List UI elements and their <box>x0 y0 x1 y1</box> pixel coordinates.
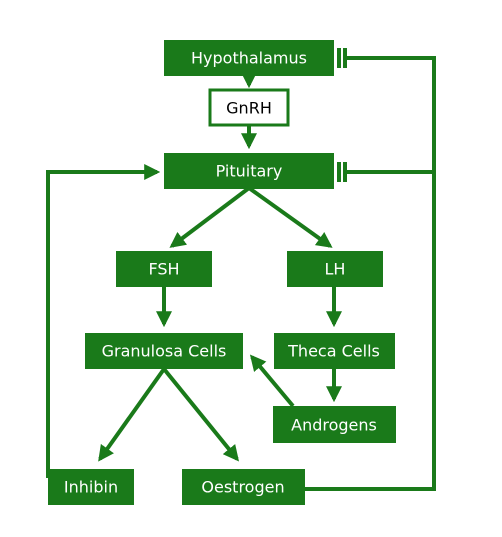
node-hypothalamus-label: Hypothalamus <box>191 49 307 68</box>
node-oestrogen-label: Oestrogen <box>201 478 284 497</box>
node-inhibin-box <box>48 469 134 505</box>
node-lh: LH <box>287 251 383 287</box>
arrow-granulosa-oestrogen <box>162 367 240 462</box>
arrow-granulosa-inhibin <box>98 367 166 462</box>
arrow-pituitary-fsh <box>169 186 251 248</box>
arrow-androgens-granulosa <box>249 354 295 408</box>
node-granulosa-cells-box <box>85 333 243 369</box>
node-fsh-box <box>116 251 212 287</box>
node-granulosa-cells: Granulosa Cells <box>85 333 243 369</box>
node-androgens: Androgens <box>273 406 396 443</box>
node-oestrogen-box <box>182 469 305 505</box>
node-lh-box <box>287 251 383 287</box>
node-hypothalamus-box <box>164 40 334 76</box>
node-pituitary-label: Pituitary <box>216 162 283 181</box>
node-granulosa-cells-label: Granulosa Cells <box>102 342 227 361</box>
node-pituitary: Pituitary <box>164 153 334 189</box>
node-gnrh-label: GnRH <box>226 99 272 118</box>
node-fsh-label: FSH <box>148 260 179 279</box>
node-lh-label: LH <box>325 260 346 279</box>
node-theca-cells: Theca Cells <box>274 333 395 369</box>
connectors <box>46 48 436 491</box>
node-inhibin-label: Inhibin <box>64 478 118 497</box>
node-androgens-label: Androgens <box>291 416 377 435</box>
node-hypothalamus: Hypothalamus <box>164 40 334 76</box>
node-gnrh-box <box>208 88 290 127</box>
node-pituitary-box <box>164 153 334 189</box>
node-androgens-box <box>273 406 396 443</box>
feedback-oestrogen-loop <box>305 56 436 491</box>
arrow-pituitary-lh <box>247 186 333 248</box>
node-gnrh: GnRH <box>208 88 290 127</box>
node-fsh: FSH <box>116 251 212 287</box>
node-theca-cells-box <box>274 333 395 369</box>
node-inhibin: Inhibin <box>48 469 134 505</box>
node-theca-cells-label: Theca Cells <box>287 342 380 361</box>
node-oestrogen: Oestrogen <box>182 469 305 505</box>
arrow-inhibin-pituitary <box>46 164 161 478</box>
